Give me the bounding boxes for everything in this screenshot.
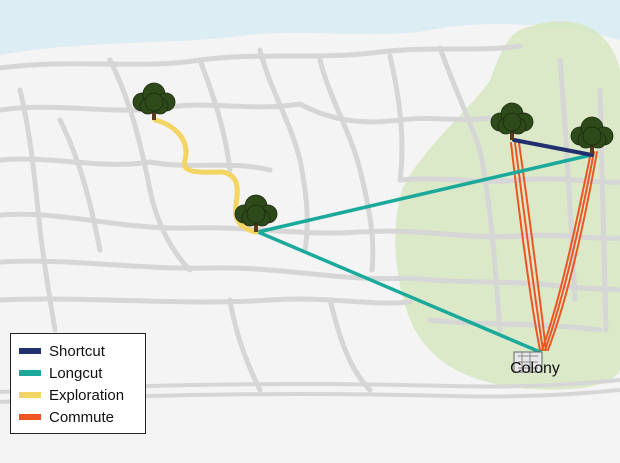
route-shortcut [512,138,594,157]
legend-label: Shortcut [49,342,105,360]
legend-label: Commute [49,408,115,426]
legend-label: Exploration [49,386,125,404]
route-longcut [256,153,593,354]
legend-item-exploration: Exploration [19,384,137,406]
legend-swatch [19,414,41,420]
legend-item-commute: Commute [19,406,137,428]
legend-item-longcut: Longcut [19,362,137,384]
colony-nest-icon [513,351,543,373]
legend-swatch [19,392,41,398]
legend-item-shortcut: Shortcut [19,340,137,362]
tree-icon [490,102,534,140]
water-area [0,0,620,55]
route-legend: Shortcut Longcut Exploration Commute [10,333,146,434]
tree-icon [234,194,278,232]
legend-swatch [19,370,41,376]
legend-swatch [19,348,41,354]
tree-icon [570,116,614,154]
colony-label: Colony [510,360,560,377]
tree-icon [132,82,176,120]
legend-label: Longcut [49,364,103,382]
